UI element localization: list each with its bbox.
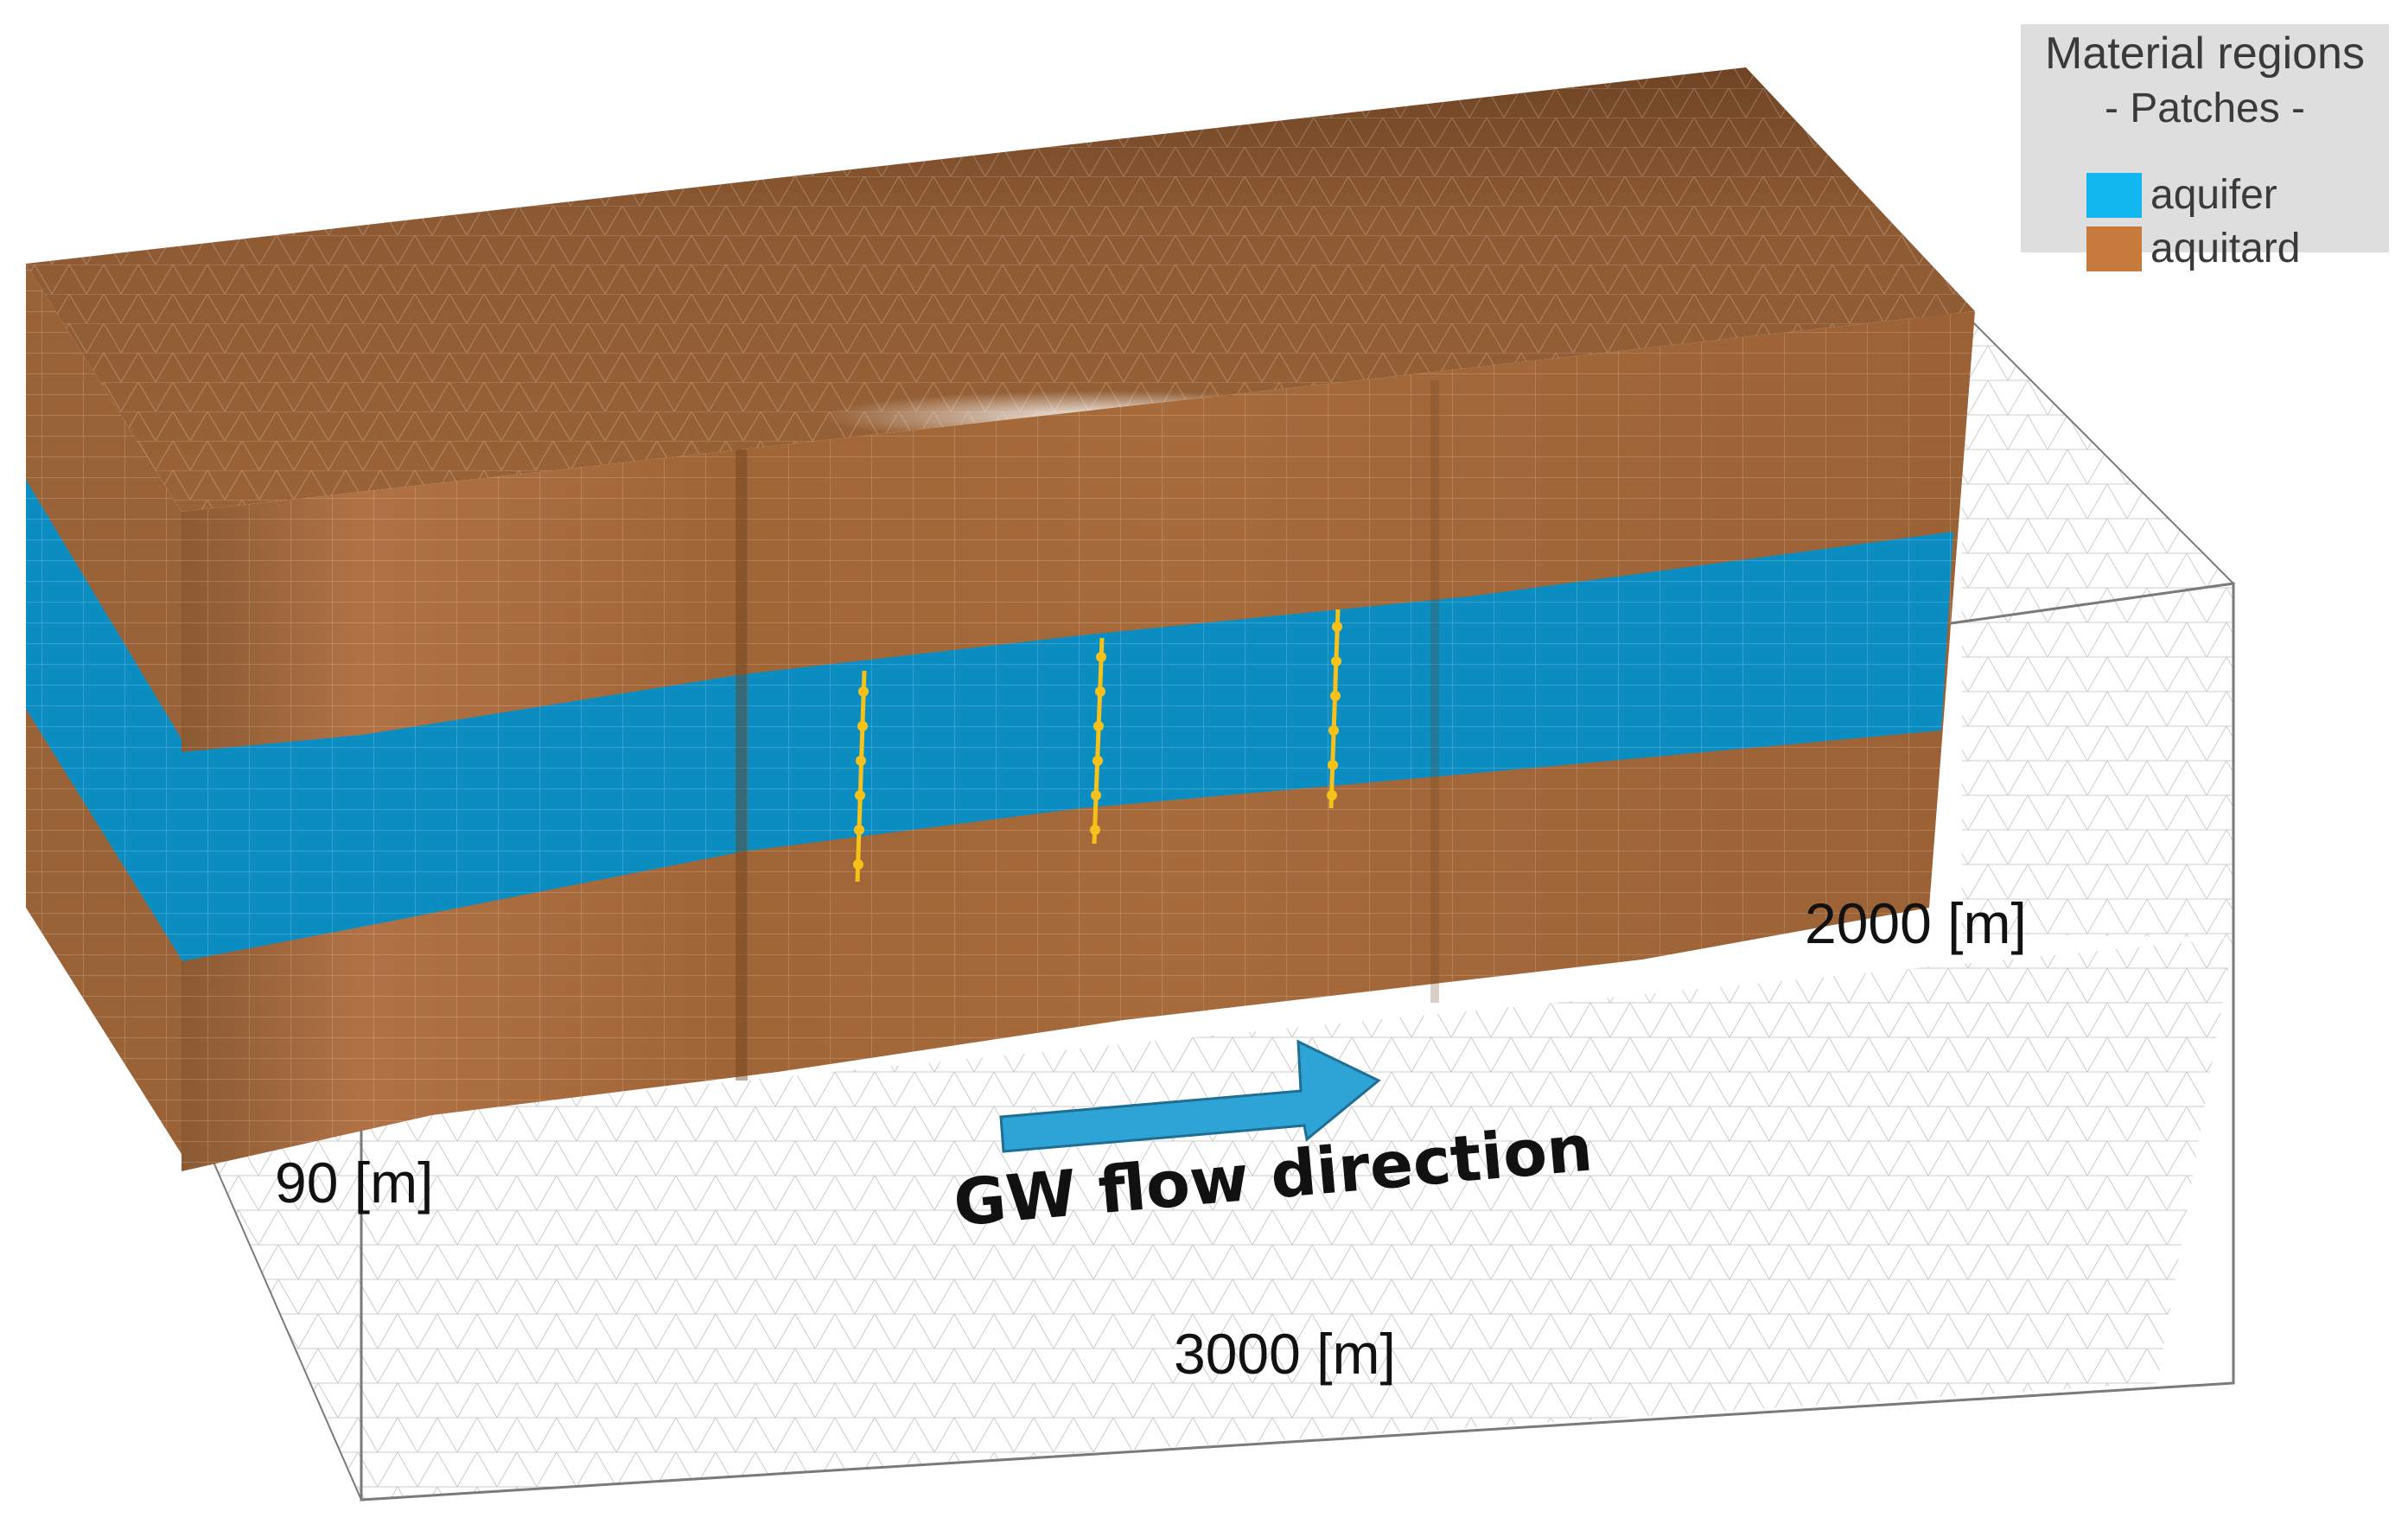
legend-item-label: aquitard <box>2150 226 2301 271</box>
legend: Material regions - Patches - aquifer aqu… <box>2021 24 2389 271</box>
box-edge-left-bottom <box>200 1132 362 1501</box>
legend-item-aquitard: aquitard <box>2086 225 2300 273</box>
legend-subtitle: - Patches - <box>2104 86 2306 131</box>
well-line <box>853 670 869 883</box>
aquifer-swatch <box>2086 173 2142 218</box>
depth-dimension-label: 90 [m] <box>275 1151 434 1215</box>
width-dimension-label: 2000 [m] <box>1805 891 2027 955</box>
well-line <box>1327 609 1342 809</box>
length-dimension-label: 3000 [m] <box>1174 1322 1396 1386</box>
legend-title: Material regions <box>2045 29 2365 79</box>
well-line <box>1090 637 1106 845</box>
legend-item-label: aquifer <box>2150 172 2277 218</box>
bottom-mesh-face <box>201 938 2233 1500</box>
monitoring-wells <box>853 609 1342 883</box>
legend-item-aquifer: aquifer <box>2086 171 2277 220</box>
aquitard-swatch <box>2086 226 2142 271</box>
right-mesh-face <box>1962 311 2233 938</box>
flow-arrow <box>999 1039 1381 1153</box>
model-solid <box>26 67 1975 1171</box>
